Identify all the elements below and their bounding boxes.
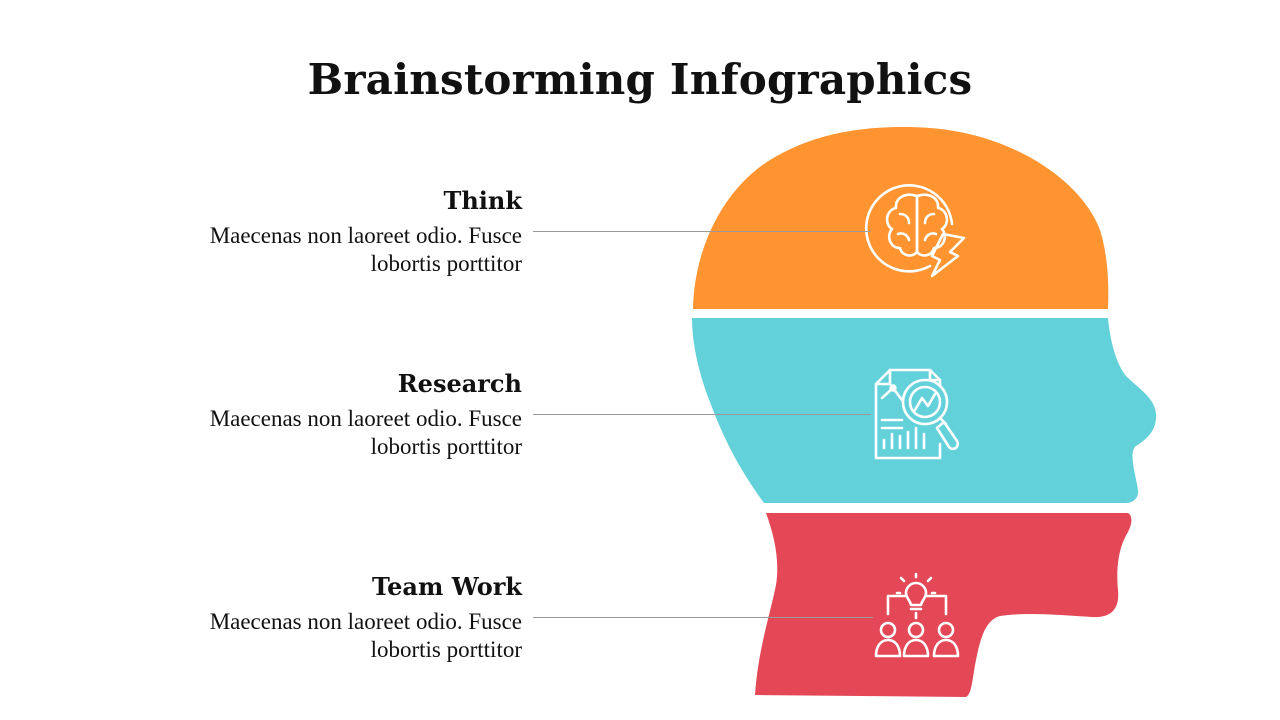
item-description-line1: Maecenas non laoreet odio. Fusce xyxy=(209,609,522,634)
item-research: Research Maecenas non laoreet odio. Fusc… xyxy=(102,369,522,461)
item-heading: Think xyxy=(443,186,522,215)
brain-lightning-icon xyxy=(864,184,966,278)
item-heading: Research xyxy=(397,369,522,398)
item-description-line2: lobortis porttitor xyxy=(370,637,522,662)
head-segment-research xyxy=(692,318,1157,503)
item-think: Think Maecenas non laoreet odio. Fusce l… xyxy=(102,186,522,278)
team-lightbulb-icon xyxy=(874,572,960,658)
item-description-line2: lobortis porttitor xyxy=(370,434,522,459)
item-description-line1: Maecenas non laoreet odio. Fusce xyxy=(209,406,522,431)
slide-title: Brainstorming Infographics xyxy=(307,55,973,104)
report-magnifier-icon xyxy=(874,368,960,460)
head-segment-think xyxy=(693,127,1109,309)
item-teamwork: Team Work Maecenas non laoreet odio. Fus… xyxy=(102,572,522,664)
connector-line-think xyxy=(533,231,871,232)
head-segment-teamwork xyxy=(755,513,1132,697)
connector-line-research xyxy=(533,414,871,415)
connector-line-teamwork xyxy=(533,617,873,618)
item-heading: Team Work xyxy=(372,572,522,601)
item-description-line2: lobortis porttitor xyxy=(370,251,522,276)
item-description-line1: Maecenas non laoreet odio. Fusce xyxy=(209,223,522,248)
